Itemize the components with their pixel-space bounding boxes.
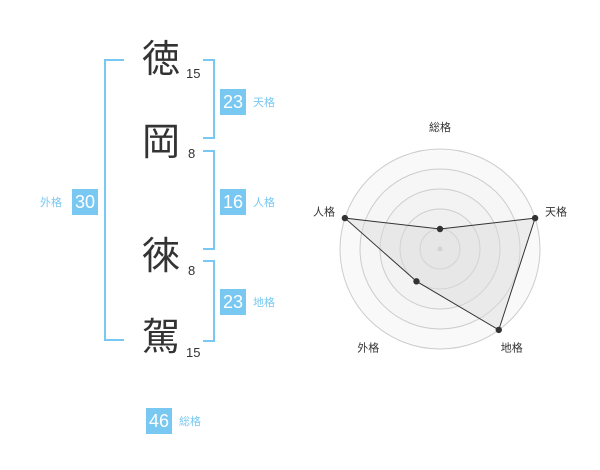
tenkaku-badge: 23: [220, 89, 246, 115]
name-char-4: 駕: [142, 315, 181, 359]
chikaku-label: 地格: [253, 296, 275, 309]
radar-point-4: [413, 278, 420, 285]
radar-grid: [339, 148, 541, 350]
gaikaku-badge: 30: [72, 189, 98, 215]
radar-axis-label-4: 外格: [357, 341, 379, 355]
radar-points: [341, 214, 539, 334]
radar-point-1: [436, 225, 444, 233]
stroke-count-4: 15: [186, 345, 201, 360]
tenkaku-label: 天格: [253, 96, 275, 109]
gaikaku-bracket: [104, 59, 124, 341]
jinkaku-bracket: [203, 150, 215, 250]
tenkaku-bracket: [203, 59, 215, 139]
jinkaku-label: 人格: [253, 196, 275, 209]
name-char-1: 徳: [142, 37, 181, 81]
radar-center-dot: [437, 246, 443, 252]
radar-axis-label-3: 地格: [501, 341, 523, 355]
jinkaku-badge: 16: [220, 189, 246, 215]
radar-area: [343, 217, 536, 331]
soukaku-label: 総格: [179, 415, 201, 428]
chikaku-bracket: [203, 260, 215, 342]
radar-point-2: [531, 214, 539, 222]
radar-axis-label-5: 人格: [313, 204, 335, 218]
soukaku-badge: 46: [146, 408, 172, 434]
stroke-count-1: 15: [186, 66, 201, 81]
radar-value-polygon: [343, 217, 536, 331]
name-char-3: 徠: [142, 234, 181, 278]
radar-point-5: [341, 214, 349, 222]
radar-axis-label-2: 天格: [545, 204, 567, 218]
chikaku-badge: 23: [220, 289, 246, 315]
radar-point-3: [495, 326, 502, 334]
radar-axis-label-1: 総格: [429, 120, 451, 134]
name-char-2: 岡: [142, 120, 181, 164]
gaikaku-label: 外格: [40, 196, 62, 209]
stroke-count-3: 8: [188, 263, 196, 278]
stroke-count-2: 8: [188, 146, 196, 161]
